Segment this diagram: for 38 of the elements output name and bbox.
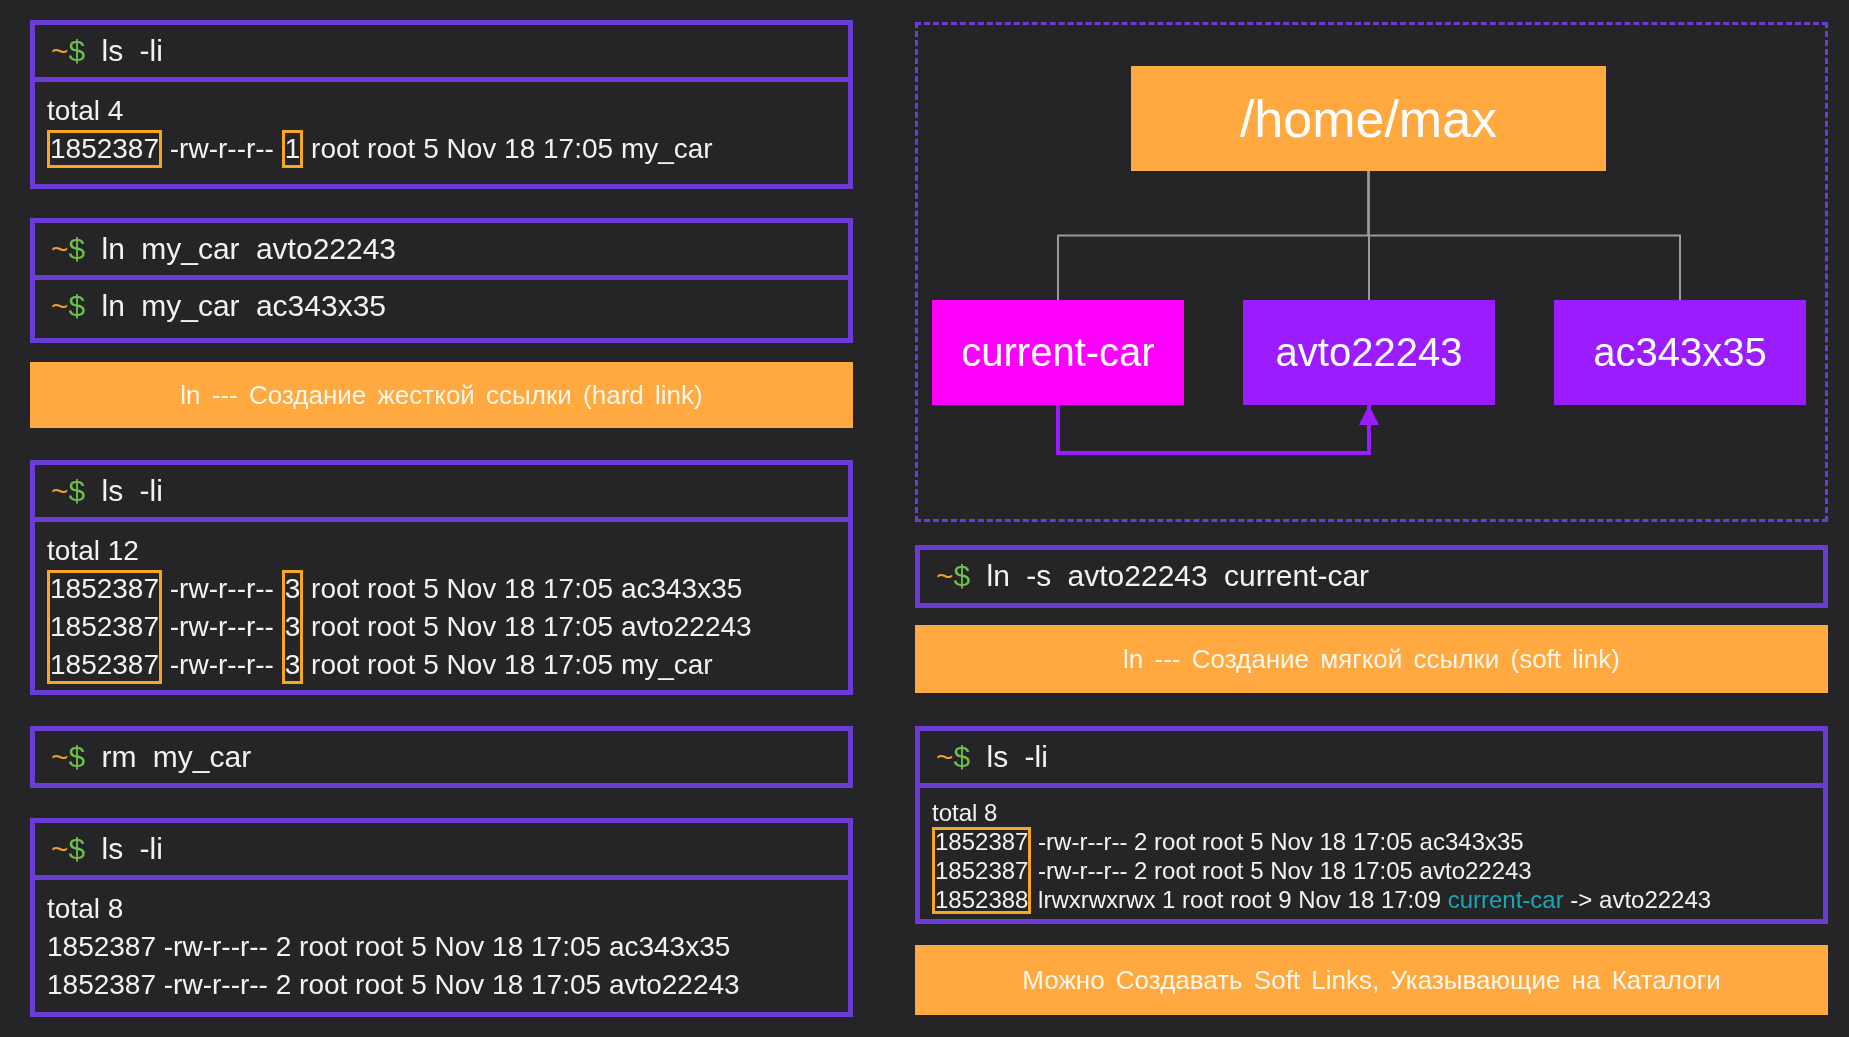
output-line: 1852387 -rw-r--r-- 2 root root 5 Nov 18 17:05 ac343x35 <box>932 827 1811 856</box>
terminal-panel <box>30 726 853 788</box>
command-line: ~$ ln -s avto22243 current-car <box>935 558 1371 594</box>
output-line: 1852388 lrwxrwxrwx 1 root root 9 Nov 18 17:09 current-car -> avto22243 <box>932 885 1811 914</box>
terminal-panel <box>30 20 853 189</box>
note-banner: ln --- Создание мягкой ссылки (soft link) <box>915 625 1828 693</box>
command-line: ~$ ln my_car avto22243 <box>35 223 848 280</box>
command-line: ~$ ls -li <box>920 731 1823 788</box>
connector-line <box>1367 170 1681 301</box>
terminal-panel <box>30 460 853 695</box>
output-line: total 4 <box>47 94 125 128</box>
output-line: 1852387 -rw-r--r-- 3 root root 5 Nov 18 17:05 avto22243 <box>47 608 836 646</box>
command-line: ~$ rm my_car <box>50 739 253 775</box>
terminal-panel <box>30 818 853 1017</box>
note-banner: ln --- Создание жесткой ссылки (hard link) <box>30 362 853 428</box>
command-line: ~$ ln my_car ac343x35 <box>50 288 388 324</box>
command-line: ~$ ls -li <box>35 25 848 82</box>
link-box: ac343x35 <box>1554 300 1806 405</box>
command-line: ~$ ls -li <box>35 823 848 880</box>
terminal-panel <box>915 726 1828 924</box>
output-line: total 12 <box>47 534 140 568</box>
link-box: avto22243 <box>1243 300 1495 405</box>
output-line: 1852387 -rw-r--r-- 1 root root 5 Nov 18 17:05 my_car <box>47 130 836 168</box>
output-line: total 8 <box>932 798 999 827</box>
command-line: ~$ ls -li <box>35 465 848 522</box>
output-line: 1852387 -rw-r--r-- 3 root root 5 Nov 18 17:05 my_car <box>47 646 836 684</box>
arrow <box>1056 405 1379 455</box>
link-box: current-car <box>932 300 1184 405</box>
note-banner: Можно Создавать Soft Links, Указывающие на Каталоги <box>915 945 1828 1015</box>
terminal-panel <box>30 218 853 343</box>
output-line: 1852387 -rw-r--r-- 3 root root 5 Nov 18 17:05 ac343x35 <box>47 570 836 608</box>
output-line: 1852387 -rw-r--r-- 2 root root 5 Nov 18 17:05 avto22243 <box>47 968 741 1002</box>
terminal-panel <box>915 545 1828 608</box>
output-line: total 8 <box>47 892 125 926</box>
dashed-frame <box>915 22 1828 522</box>
folder-box: /home/max <box>1131 66 1606 171</box>
output-line: 1852387 -rw-r--r-- 2 root root 5 Nov 18 17:05 ac343x35 <box>47 930 732 964</box>
output-line: 1852387 -rw-r--r-- 2 root root 5 Nov 18 17:05 avto22243 <box>932 856 1811 885</box>
